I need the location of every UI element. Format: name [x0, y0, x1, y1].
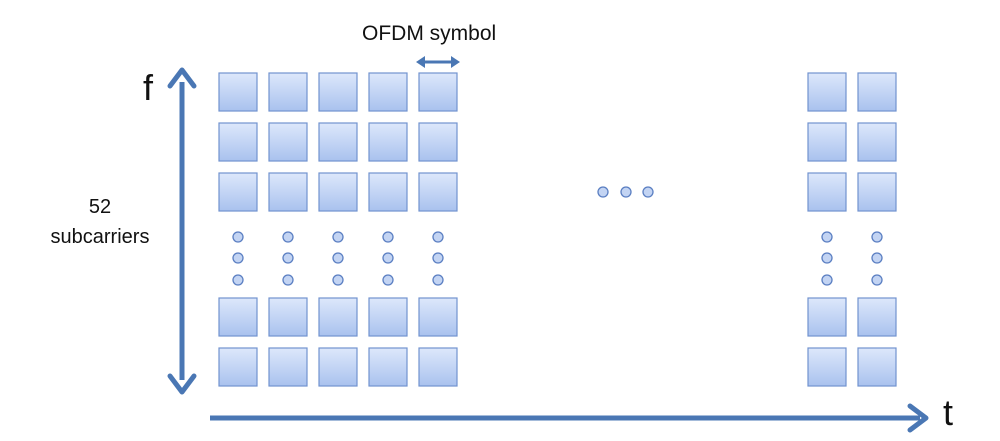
- time-axis-arrow: [210, 403, 929, 433]
- resource-block: [807, 347, 847, 387]
- time-axis-label: t: [943, 392, 954, 433]
- resource-block: [807, 297, 847, 337]
- resource-block: [268, 72, 308, 112]
- time-ellipsis-dot: [642, 186, 654, 198]
- resource-block: [318, 122, 358, 162]
- resource-block: [368, 297, 408, 337]
- time-ellipsis-dot: [620, 186, 632, 198]
- resource-block: [318, 297, 358, 337]
- subcarrier-ellipsis-dot: [871, 274, 883, 286]
- subcarrier-ellipsis-dot: [232, 252, 244, 264]
- resource-block: [807, 122, 847, 162]
- resource-block: [268, 172, 308, 212]
- subcarrier-ellipsis-dot: [382, 252, 394, 264]
- resource-blocks: [218, 72, 897, 387]
- resource-block: [418, 172, 458, 212]
- ofdm-symbol-label: OFDM symbol: [362, 22, 497, 45]
- resource-block: [218, 122, 258, 162]
- resource-block: [318, 347, 358, 387]
- subcarrier-ellipsis-dot: [282, 252, 294, 264]
- subcarrier-ellipsis-dot: [871, 252, 883, 264]
- symbol-width-arrow: [416, 56, 460, 68]
- subcarrier-ellipsis-dot: [432, 252, 444, 264]
- subcarrier-count-word: subcarriers: [50, 226, 150, 248]
- resource-block: [368, 122, 408, 162]
- subcarrier-ellipsis-dot: [232, 274, 244, 286]
- subcarrier-ellipsis-dot: [432, 274, 444, 286]
- resource-block: [857, 122, 897, 162]
- resource-block: [368, 172, 408, 212]
- subcarrier-ellipsis-dot: [821, 252, 833, 264]
- resource-block: [318, 72, 358, 112]
- resource-block: [857, 297, 897, 337]
- frequency-axis-label: f: [143, 67, 154, 108]
- subcarrier-ellipsis-dot: [282, 231, 294, 243]
- resource-block: [857, 347, 897, 387]
- resource-block: [268, 297, 308, 337]
- subcarrier-count-label: 52 subcarriers: [40, 192, 160, 252]
- subcarrier-ellipsis-dot: [332, 274, 344, 286]
- resource-block: [807, 72, 847, 112]
- resource-block: [857, 72, 897, 112]
- resource-block: [218, 172, 258, 212]
- frequency-axis-arrow: [167, 67, 197, 395]
- subcarrier-ellipsis-dot: [382, 274, 394, 286]
- subcarrier-ellipsis-dot: [821, 274, 833, 286]
- subcarrier-ellipsis-dot: [332, 231, 344, 243]
- resource-block: [807, 172, 847, 212]
- resource-block: [368, 347, 408, 387]
- subcarrier-count-number: 52: [88, 196, 112, 218]
- subcarrier-ellipsis-dot: [382, 231, 394, 243]
- subcarrier-ellipsis-dot: [232, 231, 244, 243]
- resource-block: [418, 122, 458, 162]
- subcarrier-ellipsis-dot: [332, 252, 344, 264]
- time-ellipsis-dot: [597, 186, 609, 198]
- resource-block: [218, 347, 258, 387]
- resource-block: [268, 122, 308, 162]
- resource-block: [418, 297, 458, 337]
- ellipsis-dots: [232, 186, 883, 286]
- resource-block: [218, 72, 258, 112]
- resource-block: [268, 347, 308, 387]
- resource-block: [218, 297, 258, 337]
- subcarrier-ellipsis-dot: [282, 274, 294, 286]
- subcarrier-ellipsis-dot: [432, 231, 444, 243]
- subcarrier-ellipsis-dot: [871, 231, 883, 243]
- resource-block: [318, 172, 358, 212]
- resource-block: [368, 72, 408, 112]
- subcarrier-ellipsis-dot: [821, 231, 833, 243]
- resource-block: [418, 72, 458, 112]
- resource-block: [857, 172, 897, 212]
- resource-block: [418, 347, 458, 387]
